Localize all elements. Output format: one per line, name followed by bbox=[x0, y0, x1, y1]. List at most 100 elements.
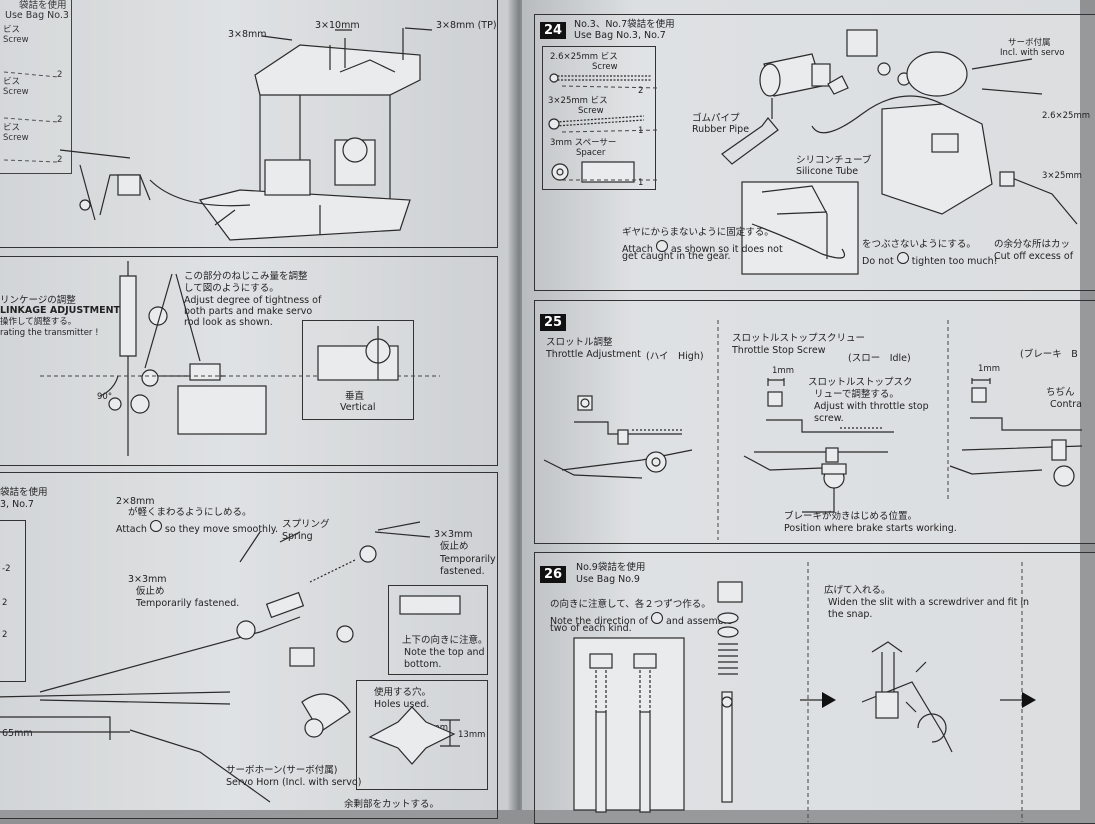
widen-en-2: the snap. bbox=[828, 609, 873, 620]
spacer-label: 3mm スペーサー bbox=[550, 138, 617, 148]
bag-parts-box: 袋詰を使用 Use Bag No.3 ビス Screw 2 ビス Screw 2… bbox=[0, 0, 72, 174]
step24-title-en: Use Bag No.3, No.7 bbox=[574, 30, 666, 41]
orientation-note-en-2: bottom. bbox=[404, 659, 442, 670]
step24-engine-drawing bbox=[721, 29, 1078, 275]
bag-item-2-qty: 2 bbox=[57, 115, 63, 125]
step24-title-jp: No.3、No.7袋詰を使用 bbox=[574, 19, 675, 30]
linkage-angle: 90° bbox=[97, 392, 113, 402]
step26-note-en-1: Note the direction of and assemble bbox=[550, 612, 732, 627]
rubber-pipe-jp: ゴムパイプ bbox=[692, 113, 740, 124]
screw1-en: Screw bbox=[592, 62, 618, 72]
bag7-attach-en: Attach so they move smoothly. bbox=[116, 520, 278, 535]
step26-number: 26 bbox=[540, 566, 567, 583]
step25-throttle-drawing bbox=[543, 320, 1083, 540]
tight-note-jp: をつぶさないようにする。 bbox=[862, 239, 976, 250]
right-page: 24 No.3、No.7袋詰を使用 Use Bag No.3, No.7 2.6… bbox=[522, 0, 1095, 824]
bag7-mark-3: 2 bbox=[2, 630, 8, 640]
screw1-size: 2.6×25mm ビス bbox=[550, 52, 618, 62]
servo-horn-jp: サーボホーン(サーボ付属) bbox=[226, 765, 338, 776]
stop-screw-jp: スロットルストップスクリュー bbox=[732, 333, 866, 344]
gear-note-en-1: Attach as shown so it does not bbox=[622, 240, 783, 255]
fast1-en-1: Temporarily bbox=[440, 554, 496, 565]
step24-parts-drawing bbox=[548, 73, 661, 183]
bag7-mark-1: -2 bbox=[2, 564, 11, 574]
step24-number: 24 bbox=[540, 22, 567, 39]
servo-horn-en: Servo Horn (Incl. with servo) bbox=[226, 777, 362, 788]
cut-note-en: Cut off excess of bbox=[994, 251, 1074, 262]
gap-1mm-a: 1mm bbox=[772, 366, 794, 376]
linkage-note-en-3: rod look as shown. bbox=[184, 317, 273, 328]
chassis-drawing bbox=[59, 27, 433, 241]
throttle-adjust-jp: スロットル調整 bbox=[546, 337, 613, 348]
silicone-tube-jp: シリコンチューブ bbox=[796, 155, 872, 166]
servo-incl-en: Incl. with servo bbox=[1000, 48, 1065, 58]
stop-adjust-en-2: screw. bbox=[814, 413, 844, 424]
bag-item-3-jp: ビス bbox=[3, 123, 21, 133]
bag-item-1-en: Screw bbox=[3, 35, 29, 45]
bag7-parts-box bbox=[0, 520, 26, 682]
stop-adjust-jp-1: スロットルストップスク bbox=[808, 377, 913, 388]
stop-screw-en: Throttle Stop Screw bbox=[732, 345, 826, 356]
silicone-tube-en: Silicone Tube bbox=[796, 166, 859, 177]
contra-jp: ちぢん bbox=[1046, 387, 1075, 398]
spring-jp: スプリング bbox=[282, 519, 330, 530]
contra-en: Contra bbox=[1050, 399, 1082, 410]
screw2-qty: 1 bbox=[638, 126, 644, 136]
rubber-pipe-en: Rubber Pipe bbox=[692, 124, 750, 135]
orientation-note-en-1: Note the top and bbox=[404, 647, 485, 658]
gap-1mm-b: 1mm bbox=[978, 364, 1000, 374]
bag-item-1-qty: 2 bbox=[57, 70, 63, 80]
screw1-qty: 2 bbox=[638, 86, 644, 96]
linkage-note-en-2: both parts and make servo bbox=[184, 306, 313, 317]
stop-adjust-jp-2: リューで調整する。 bbox=[814, 389, 899, 400]
fast2-size: 3×3mm bbox=[128, 574, 167, 585]
fast2-en: Temporarily fastened. bbox=[136, 598, 240, 609]
step26-title-en: Use Bag No.9 bbox=[576, 574, 640, 585]
step26-note-jp: の向きに注意して、各２つずつ作る。 bbox=[550, 599, 711, 610]
widen-en-1: Widen the slit with a screwdriver and fi… bbox=[828, 597, 1030, 608]
spacer-qty: 1 bbox=[638, 178, 644, 188]
gear-note-en-3: get caught in the gear. bbox=[622, 251, 731, 262]
servo-incl-jp: サーボ付属 bbox=[1008, 38, 1051, 48]
fast1-en-2: fastened. bbox=[440, 566, 485, 577]
bag7-attach-jp: が軽くまわるようにしめる。 bbox=[128, 507, 252, 518]
linkage-note-jp-2: して図のようにする。 bbox=[184, 283, 279, 294]
label-3x8: 3×8mm bbox=[228, 29, 267, 40]
label-3x8-tp: 3×8mm (TP) bbox=[436, 20, 497, 31]
vertical-en: Vertical bbox=[340, 402, 376, 413]
bag-item-3-qty: 2 bbox=[57, 155, 63, 165]
screw2-en: Screw bbox=[578, 106, 604, 116]
spring-en: Spring bbox=[282, 531, 313, 542]
bag-title-en: Use Bag No.3 bbox=[5, 10, 69, 21]
spacer-en: Spacer bbox=[576, 148, 606, 158]
holes-jp: 使用する穴。 bbox=[374, 687, 432, 698]
brake-label: (ブレーキ B bbox=[1020, 349, 1078, 360]
linkage-title-en: LINKAGE ADJUSTMENT bbox=[0, 305, 121, 316]
brake-position-en: Position where brake starts working. bbox=[784, 523, 957, 534]
step26-damper-drawing bbox=[573, 562, 1036, 822]
bag7-title-en: 3, No.7 bbox=[0, 499, 34, 510]
screw2-size: 3×25mm ビス bbox=[548, 96, 608, 106]
cut-note-jp: 余剰部をカットする。 bbox=[344, 799, 440, 810]
vertical-jp: 垂直 bbox=[345, 391, 365, 402]
linkage-drawing bbox=[40, 261, 440, 456]
bag-item-3-en: Screw bbox=[3, 133, 29, 143]
linkage-title-jp: リンケージの調整 bbox=[0, 295, 76, 306]
fast1-size: 3×3mm bbox=[434, 529, 473, 540]
side-size-1: 2.6×25mm bbox=[1042, 111, 1091, 121]
step26-note-en-3: two of each kind. bbox=[550, 623, 632, 634]
linkage-sub-en: rating the transmitter ! bbox=[0, 328, 99, 338]
linkage-sub-jp: 操作して調整する。 bbox=[0, 317, 77, 327]
brake-position-jp: ブレーキが効きはじめる位置。 bbox=[784, 511, 918, 522]
gear-note-jp: ギヤにからまないように固定する。 bbox=[622, 227, 774, 238]
bag7-title-jp: 袋詰を使用 bbox=[0, 487, 48, 498]
bag7-mark-2: 2 bbox=[2, 598, 8, 608]
tight-note-en: Do not tighten too much! bbox=[862, 252, 998, 267]
bag7-size-2x8: 2×8mm bbox=[116, 496, 155, 507]
bag-dotted-lines bbox=[3, 71, 59, 163]
label-3x10: 3×10mm bbox=[315, 20, 360, 31]
idle-label: (スロー Idle) bbox=[848, 353, 911, 364]
side-size-2: 3×25mm bbox=[1042, 171, 1082, 181]
step25-number: 25 bbox=[540, 314, 567, 331]
high-label: (ハイ High) bbox=[646, 351, 704, 362]
